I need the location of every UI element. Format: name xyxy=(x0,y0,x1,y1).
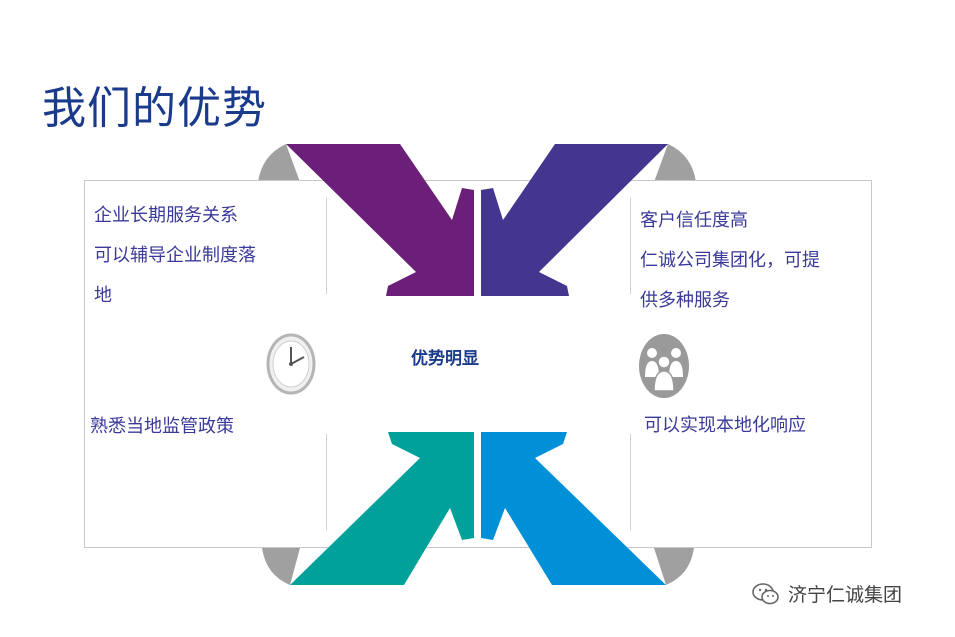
right-top-text: 客户信任度高 仁诚公司集团化，可提 供多种服务 xyxy=(640,201,820,321)
clock-icon xyxy=(266,333,316,395)
arrow-top-left xyxy=(286,144,474,296)
divider-right-bottom xyxy=(630,434,631,530)
left-bottom-text: 熟悉当地监管政策 xyxy=(90,416,234,437)
right-bottom-text: 可以实现本地化响应 xyxy=(644,415,806,436)
divider-right-top xyxy=(630,198,631,294)
watermark: 济宁仁诚集团 xyxy=(752,580,902,607)
right-top-line-3: 供多种服务 xyxy=(640,290,730,311)
watermark-text: 济宁仁诚集团 xyxy=(788,584,903,606)
left-top-line-3: 地 xyxy=(94,285,112,306)
arrow-bottom-left xyxy=(290,432,474,585)
content-panel xyxy=(84,180,872,548)
left-top-line-2: 可以辅导企业制度落 xyxy=(94,245,256,266)
right-top-line-2: 仁诚公司集团化，可提 xyxy=(640,250,820,271)
people-icon xyxy=(639,334,689,398)
right-top-line-1: 客户信任度高 xyxy=(640,210,748,231)
divider-left-bottom xyxy=(326,434,327,530)
divider-left-top xyxy=(326,198,327,294)
curl-top-right xyxy=(654,144,696,182)
wechat-icon xyxy=(752,582,779,604)
center-label: 优势明显 xyxy=(411,349,479,369)
left-top-text: 企业长期服务关系 可以辅导企业制度落 地 xyxy=(94,196,256,316)
curl-bottom-right xyxy=(654,548,694,585)
left-top-line-1: 企业长期服务关系 xyxy=(94,205,238,226)
page-title: 我们的优势 xyxy=(42,83,267,134)
curl-top-left xyxy=(258,144,300,182)
arrow-top-right xyxy=(481,144,668,296)
arrow-bottom-right xyxy=(481,432,666,585)
curl-bottom-left xyxy=(262,548,300,585)
